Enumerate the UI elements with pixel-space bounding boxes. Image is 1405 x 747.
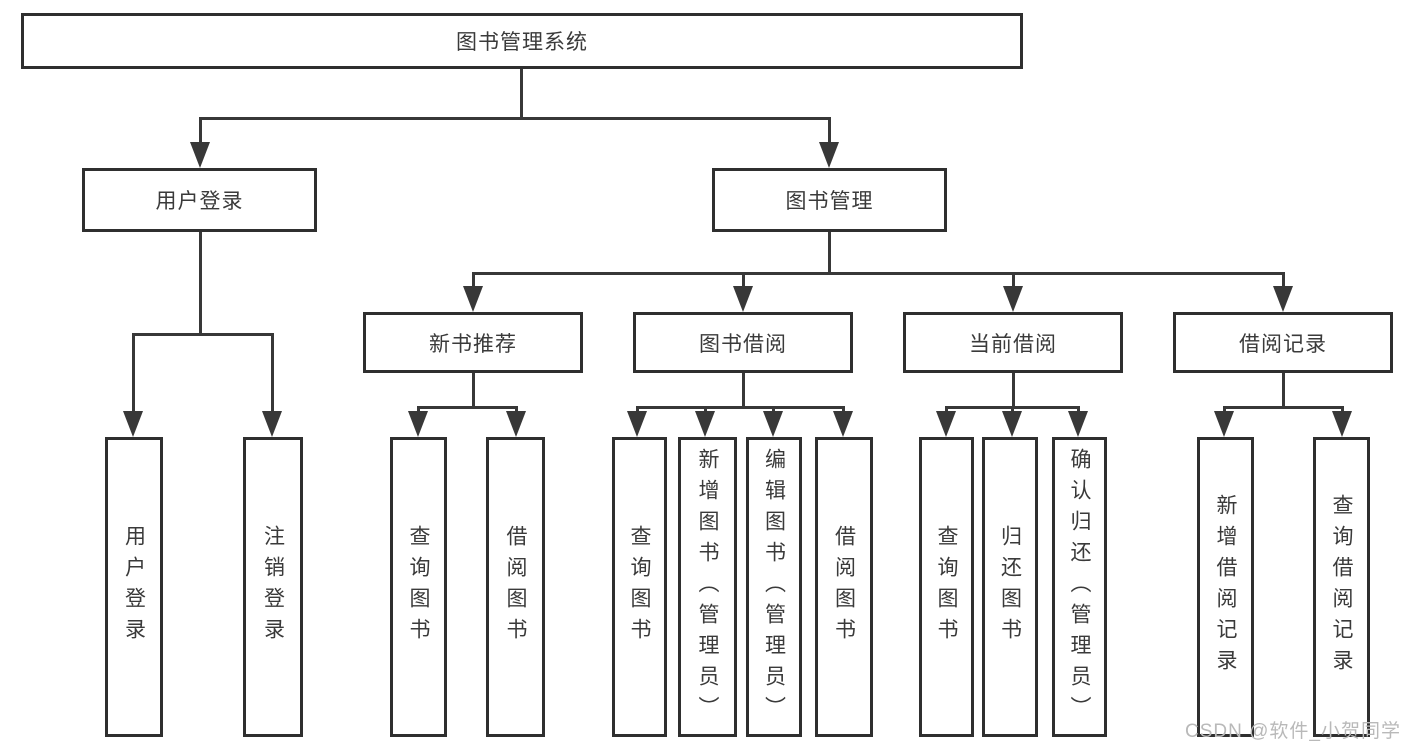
connector-line — [1012, 272, 1015, 294]
arrow-down-icon — [1273, 286, 1293, 312]
connector-line — [132, 333, 273, 336]
arrow-down-icon — [190, 142, 210, 168]
arrow-down-icon — [1332, 411, 1352, 437]
leaf-edit-books-admin: 编辑图书（管理员） — [746, 437, 802, 737]
node-book-management-label: 图书管理 — [785, 190, 874, 213]
node-user-login: 用户登录 — [82, 168, 317, 232]
node-user-login-label: 用户登录 — [155, 190, 244, 213]
arrow-down-icon — [627, 411, 647, 437]
connector-line — [472, 272, 475, 294]
leaf-borrow-books-recommend: 借阅图书 — [486, 437, 545, 737]
connector-line — [1223, 406, 1343, 409]
leaf-label: 确认归还（管理员） — [1068, 447, 1091, 727]
connector-line — [1282, 373, 1285, 409]
node-borrow-record: 借阅记录 — [1173, 312, 1393, 373]
arrow-down-icon — [408, 411, 428, 437]
node-borrow-record-label: 借阅记录 — [1239, 332, 1327, 356]
arrow-down-icon — [262, 411, 282, 437]
leaf-add-borrow-record: 新增借阅记录 — [1197, 437, 1254, 737]
connector-line — [199, 117, 831, 120]
node-book-borrow: 图书借阅 — [633, 312, 853, 373]
arrow-down-icon — [1003, 286, 1023, 312]
leaf-logout: 注销登录 — [243, 437, 303, 737]
node-book-borrow-label: 图书借阅 — [699, 332, 787, 356]
arrow-down-icon — [506, 411, 526, 437]
arrow-down-icon — [733, 286, 753, 312]
leaf-query-books-recommend: 查询图书 — [390, 437, 447, 737]
connector-line — [132, 333, 135, 418]
arrow-down-icon — [123, 411, 143, 437]
connector-line — [472, 373, 475, 409]
leaf-label: 借阅图书 — [832, 525, 856, 649]
connector-line — [742, 373, 745, 409]
connector-line — [199, 117, 202, 155]
connector-line — [1282, 272, 1285, 294]
arrow-down-icon — [819, 142, 839, 168]
arrow-down-icon — [695, 411, 715, 437]
leaf-label: 借阅图书 — [504, 525, 527, 649]
connector-line — [520, 69, 523, 119]
node-root: 图书管理系统 — [21, 13, 1023, 69]
node-current-borrow: 当前借阅 — [903, 312, 1123, 373]
leaf-query-books-borrow: 查询图书 — [612, 437, 667, 737]
node-new-book-recommend-label: 新书推荐 — [429, 332, 517, 356]
arrow-down-icon — [1002, 411, 1022, 437]
connector-line — [271, 333, 274, 418]
arrow-down-icon — [833, 411, 853, 437]
node-current-borrow-label: 当前借阅 — [969, 332, 1057, 356]
connector-line — [199, 232, 202, 336]
leaf-label: 归还图书 — [998, 525, 1022, 649]
connector-line — [828, 117, 831, 155]
leaf-user-login: 用户登录 — [105, 437, 163, 737]
leaf-label: 查询图书 — [935, 525, 958, 649]
leaf-label: 新增图书（管理员） — [696, 447, 719, 727]
leaf-query-borrow-record: 查询借阅记录 — [1313, 437, 1370, 737]
leaf-label: 查询图书 — [628, 525, 651, 649]
arrow-down-icon — [763, 411, 783, 437]
connector-line — [417, 406, 518, 409]
leaf-label: 编辑图书（管理员） — [762, 447, 786, 727]
leaf-return-books: 归还图书 — [982, 437, 1038, 737]
connector-line — [742, 272, 745, 294]
arrow-down-icon — [1068, 411, 1088, 437]
arrow-down-icon — [463, 286, 483, 312]
leaf-label: 注销登录 — [261, 525, 285, 649]
connector-line — [828, 232, 831, 275]
leaf-label: 查询借阅记录 — [1330, 494, 1353, 680]
leaf-query-books-current: 查询图书 — [919, 437, 974, 737]
leaf-label: 新增借阅记录 — [1214, 494, 1237, 680]
leaf-confirm-return-admin: 确认归还（管理员） — [1052, 437, 1107, 737]
leaf-label: 查询图书 — [407, 525, 430, 649]
node-book-management: 图书管理 — [712, 168, 947, 232]
connector-line — [472, 272, 1284, 275]
node-root-label: 图书管理系统 — [456, 31, 588, 54]
connector-line — [636, 406, 844, 409]
leaf-borrow-books: 借阅图书 — [815, 437, 873, 737]
csdn-watermark: CSDN @软件_小贺同学 — [1185, 721, 1401, 742]
arrow-down-icon — [936, 411, 956, 437]
leaf-add-books-admin: 新增图书（管理员） — [678, 437, 737, 737]
leaf-label: 用户登录 — [122, 525, 146, 649]
node-new-book-recommend: 新书推荐 — [363, 312, 583, 373]
connector-line — [1012, 373, 1015, 409]
arrow-down-icon — [1214, 411, 1234, 437]
